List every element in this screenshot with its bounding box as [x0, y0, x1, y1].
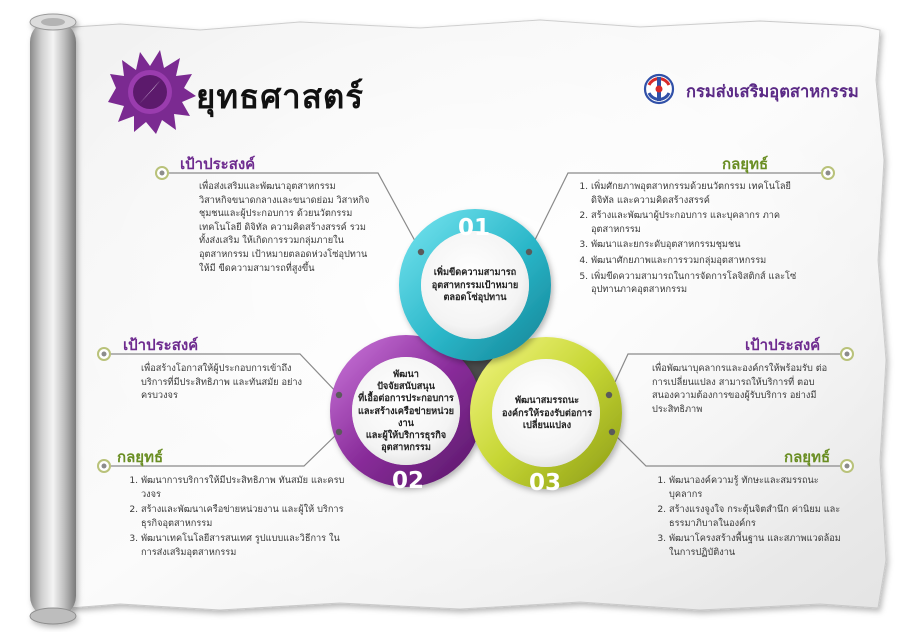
- panel1-goal-heading: เป้าประสงค์: [180, 155, 256, 173]
- caption-line: ที่เอื้อต่อการประกอบการ: [358, 393, 454, 405]
- heading-lines: [108, 172, 842, 467]
- strategy-item: พัฒนาเทคโนโลยีสารสนเทศ รูปแบบและวิธีการ …: [141, 532, 346, 559]
- ring-01: [399, 209, 551, 361]
- panel2-goal-text: เพื่อสร้างโอกาสให้ผู้ประกอบการเข้าถึง บร…: [141, 363, 303, 402]
- strategy-item: พัฒนาการบริการให้มีประสิทธิภาพ ทันสมัย แ…: [141, 474, 346, 501]
- ring-number-01: 01: [458, 215, 491, 241]
- panel2-goal-heading: เป้าประสงค์: [123, 336, 199, 354]
- ring-02-caption: พัฒนา ปัจจัยสนับสนุน ที่เอื้อต่อการประกอ…: [350, 369, 462, 454]
- strategy-item: เพิ่มขีดความสามารถในการจัดการโลจิสติกส์ …: [591, 270, 810, 297]
- strategy-item: พัฒนาองค์ความรู้ ทักษะและสมรรถนะ บุคลากร: [669, 474, 842, 501]
- ring-03-caption: พัฒนาสมรรถนะ องค์กรให้รองรับต่อการ เปลี่…: [496, 395, 598, 433]
- panel2-strategy-list: พัฒนาการบริการให้มีประสิทธิภาพ ทันสมัย แ…: [124, 474, 346, 562]
- panel1-goal-text: เพื่อส่งเสริมและพัฒนาอุตสาหกรรม วิสาหกิจ…: [199, 181, 370, 274]
- strategy-item: สร้างและพัฒนาผู้ประกอบการ และบุคลากร ภาค…: [591, 209, 810, 236]
- caption-line: อุตสาหกรรม: [381, 442, 431, 454]
- caption-line: เปลี่ยนแปลง: [522, 420, 572, 432]
- panel2-strategy-heading: กลยุทธ์: [117, 448, 164, 466]
- caption-line: และผู้ให้บริการธุรกิจ: [365, 430, 447, 442]
- strategy-item: พัฒนาโครงสร้างพื้นฐาน และสภาพแวดล้อม ในก…: [669, 532, 842, 559]
- caption-line: พัฒนาสมรรถนะ: [514, 395, 580, 406]
- panel3-goal-heading: เป้าประสงค์: [745, 336, 821, 354]
- strategy-item: พัฒนาและยกระดับอุตสาหกรรมชุมชน: [591, 238, 810, 252]
- caption-line: องค์กรให้รองรับต่อการ: [501, 407, 593, 419]
- panel3-strategy-heading: กลยุทธ์: [784, 448, 831, 466]
- caption-line: อุตสาหกรรมเป้าหมาย: [431, 279, 519, 291]
- scroll-roll: [29, 13, 77, 625]
- caption-line: พัฒนา: [393, 369, 419, 380]
- strategy-item: เพิ่มศักยภาพอุตสาหกรรมด้วยนวัตกรรม เทคโน…: [591, 180, 810, 207]
- ring-number-03: 03: [529, 470, 562, 496]
- page-title: ยุทธศาสตร์: [196, 77, 365, 116]
- caption-line: เพิ่มขีดความสามารถ: [433, 267, 517, 278]
- strategy-item: สร้างแรงจูงใจ กระตุ้นจิตสำนึก ค่านิยม แล…: [669, 503, 842, 530]
- panel1-strategy-heading: กลยุทธ์: [722, 155, 769, 173]
- strategy-item: สร้างและพัฒนาเครือข่ายหน่วยงาน และผู้ให้…: [141, 503, 346, 530]
- ring-03: [470, 337, 622, 489]
- compass-icon: [108, 50, 196, 134]
- org-name: กรมส่งเสริมอุตสาหกรรม: [686, 82, 859, 101]
- panel1-strategy-list: เพิ่มศักยภาพอุตสาหกรรมด้วยนวัตกรรม เทคโน…: [574, 180, 810, 299]
- connector-lines: [152, 172, 780, 467]
- ring-number-02: 02: [392, 468, 425, 494]
- ring-01-caption: เพิ่มขีดความสามารถ อุตสาหกรรมเป้าหมาย ตล…: [425, 267, 525, 305]
- caption-line: ปัจจัยสนับสนุน: [377, 381, 435, 393]
- caption-line: และสร้างเครือข่ายหน่วยงาน: [357, 405, 455, 429]
- connector-dots: [335, 248, 616, 436]
- strategy-item: พัฒนาศักยภาพและการรวมกลุ่มอุตสาหกรรม: [591, 254, 810, 268]
- heading-bullets: [97, 166, 854, 473]
- department-logo-icon: [643, 73, 675, 105]
- panel3-goal-text: เพื่อพัฒนาบุคลากรและองค์กรให้พร้อมรับ ต่…: [652, 363, 828, 415]
- caption-line: ตลอดโซ่อุปทาน: [443, 292, 507, 304]
- panel3-strategy-list: พัฒนาองค์ความรู้ ทักษะและสมรรถนะ บุคลากร…: [652, 474, 842, 562]
